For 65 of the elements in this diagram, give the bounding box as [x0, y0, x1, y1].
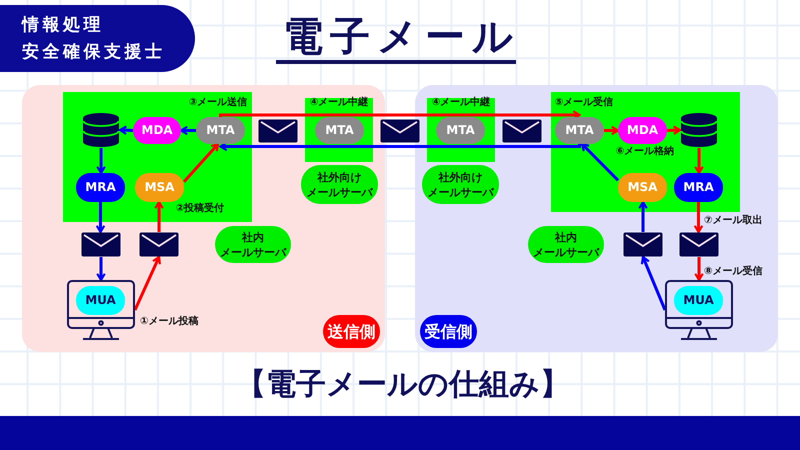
agent-pill: MSA — [135, 173, 184, 202]
server-area — [427, 98, 495, 162]
arrow — [96, 257, 106, 282]
arrow — [118, 125, 134, 136]
envelope-icon — [380, 119, 420, 143]
computer-monitor — [67, 280, 135, 340]
arrow — [96, 148, 106, 174]
arrow — [604, 126, 620, 136]
envelope-icon — [623, 232, 663, 257]
step-label: ⑤メール受信 — [554, 97, 614, 109]
agent-pill: MTA — [436, 117, 485, 144]
panel — [22, 85, 385, 352]
arrow — [182, 142, 220, 183]
envelope-icon — [502, 119, 542, 143]
step-label: ④メール中継 — [432, 97, 490, 109]
server-pill: 社内メールサーバ — [528, 226, 604, 263]
server-area — [63, 92, 252, 222]
agent-pill: MDA — [133, 117, 181, 144]
server-area — [551, 92, 740, 212]
title: 電子メール — [276, 14, 516, 64]
arrow — [580, 142, 620, 182]
agent-pill: MDA — [618, 117, 667, 144]
envelope-icon — [679, 232, 719, 257]
agent-pill: MTA — [555, 117, 604, 144]
step-label: ⑥メール格納 — [616, 146, 674, 158]
arrow — [134, 256, 161, 311]
arrow — [219, 110, 581, 120]
arrow — [694, 148, 704, 174]
arrow — [666, 125, 682, 136]
arrow — [694, 202, 704, 234]
agent-pill: MUA — [76, 286, 125, 315]
agent-pill: MTA — [315, 117, 364, 144]
step-label: ②投稿受付 — [176, 203, 224, 215]
database-icon — [680, 112, 718, 148]
agent-pill: MSA — [618, 173, 667, 202]
side-badge: 受信側 — [420, 315, 477, 348]
panel — [415, 85, 778, 352]
arrow — [638, 200, 648, 232]
envelope-icon — [258, 119, 298, 143]
envelope-icon — [139, 232, 179, 257]
title-badge: 情報処理安全確保支援士 — [0, 5, 195, 72]
arrow — [694, 257, 704, 282]
server-pill: 社外向けメールサーバ — [301, 165, 378, 204]
arrow — [96, 202, 106, 234]
step-label: ③メール送信 — [188, 97, 248, 109]
caption: 【電子メールの仕組み】 — [236, 367, 570, 403]
step-label: ①メール投稿 — [140, 316, 198, 328]
side-badge: 送信側 — [323, 315, 380, 348]
server-pill: 社外向けメールサーバ — [422, 165, 499, 204]
envelope-icon — [81, 232, 121, 257]
server-area — [305, 98, 373, 162]
server-pill: 社内メールサーバ — [215, 226, 291, 263]
agent-pill: MTA — [196, 117, 245, 144]
computer-monitor — [665, 280, 733, 340]
step-label: ⑦メール取出 — [704, 215, 762, 227]
agent-pill: MUA — [674, 286, 723, 315]
step-label: ⑧メール受信 — [704, 266, 762, 278]
database-icon — [82, 112, 120, 148]
arrow — [180, 126, 196, 136]
arrow — [219, 142, 581, 152]
agent-pill: MRA — [76, 173, 125, 202]
arrow — [154, 200, 164, 232]
step-label: ④メール中継 — [310, 97, 368, 109]
arrow — [640, 256, 666, 311]
agent-pill: MRA — [674, 173, 723, 202]
